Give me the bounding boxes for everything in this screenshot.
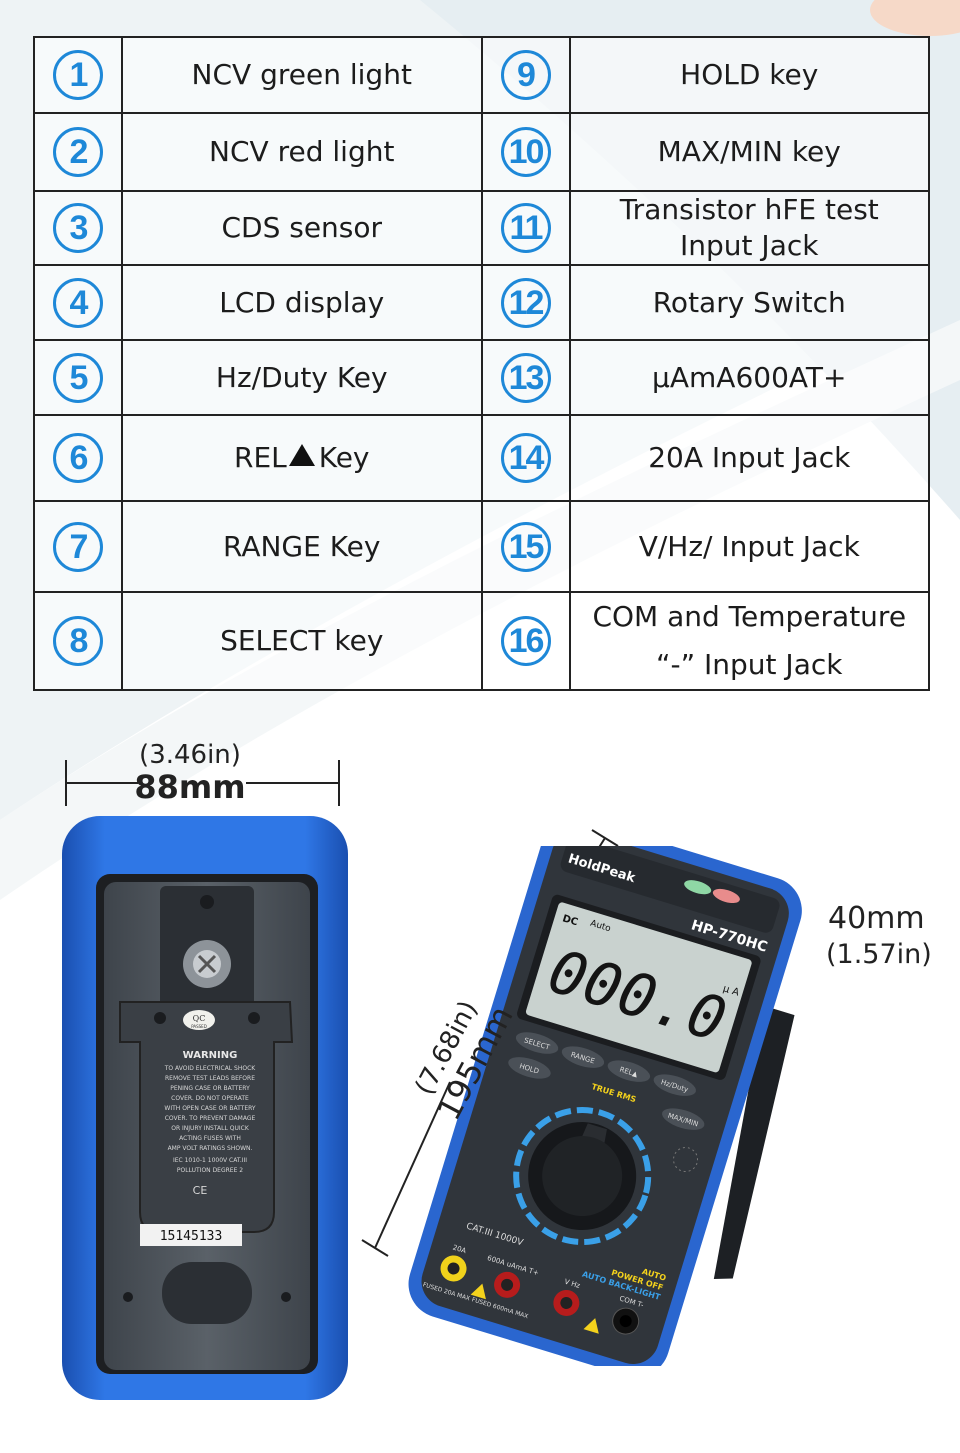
- svg-text:PENING CASE OR BATTERY: PENING CASE OR BATTERY: [170, 1085, 250, 1092]
- table-row: 2 NCV red light 10 MAX/MIN key: [33, 112, 930, 192]
- multimeter-front-view: HoldPeak HP-770HC DC Auto 000.0 µ A SELE…: [408, 846, 802, 1366]
- number-badge: 6: [53, 433, 103, 483]
- number-badge: 14: [500, 433, 551, 483]
- svg-text:OR INJURY INSTALL QUICK: OR INJURY INSTALL QUICK: [171, 1125, 250, 1132]
- svg-text:IEC 1010-1 1000V CAT.III: IEC 1010-1 1000V CAT.III: [173, 1157, 247, 1164]
- legend-label: RANGE Key: [121, 500, 483, 593]
- svg-text:POLLUTION DEGREE 2: POLLUTION DEGREE 2: [177, 1167, 243, 1174]
- legend-label: Rotary Switch: [568, 264, 930, 341]
- number-badge: 7: [53, 521, 103, 572]
- width-mm-label: 88mm: [134, 768, 246, 806]
- legend-label: V/Hz/ Input Jack: [568, 500, 930, 593]
- number-badge: 2: [53, 127, 103, 177]
- svg-text:COVER. TO PREVENT DAMAGE: COVER. TO PREVENT DAMAGE: [165, 1115, 256, 1122]
- depth-inches-label: (1.57in): [826, 939, 932, 970]
- serial-number: 15145133: [160, 1229, 223, 1244]
- legend-label: LCD display: [121, 264, 483, 341]
- number-badge: 3: [53, 203, 103, 253]
- table-row: 5 Hz/Duty Key 13 µAmA600AT+: [33, 339, 930, 416]
- depth-mm-label: 40mm: [828, 901, 925, 936]
- legend-label: SELECT key: [121, 591, 483, 691]
- svg-text:AMP VOLT RATINGS SHOWN.: AMP VOLT RATINGS SHOWN.: [168, 1145, 253, 1152]
- legend-label: COM and Temperature“-” Input Jack: [568, 591, 930, 691]
- legend-label: HOLD key: [568, 36, 930, 114]
- legend-label: 20A Input Jack: [568, 414, 930, 502]
- lcd-mode: DC: [561, 913, 579, 928]
- rel-key: [607, 1060, 651, 1082]
- jack-20a-label: 20A: [452, 1244, 468, 1256]
- hold-key: [508, 1057, 551, 1079]
- select-key: [515, 1032, 559, 1054]
- number-badge: 12: [500, 277, 551, 328]
- warning-text: TO AVOID ELECTRICAL SHOCK REMOVE TEST LE…: [164, 1065, 257, 1174]
- legend-label: NCV red light: [121, 112, 483, 192]
- number-badge: 9: [500, 50, 551, 100]
- table-row: 4 LCD display 12 Rotary Switch: [33, 264, 930, 341]
- svg-text:COVER. DO NOT OPERATE: COVER. DO NOT OPERATE: [171, 1095, 249, 1102]
- svg-text:ACTING FUSES WITH: ACTING FUSES WITH: [179, 1135, 241, 1142]
- legend-label: µAmA600AT+: [568, 339, 930, 416]
- number-badge: 15: [500, 521, 551, 572]
- qc-sub-label: PASSED: [191, 1024, 207, 1029]
- legend-label: NCV green light: [121, 36, 483, 114]
- warning-title: WARNING: [183, 1050, 238, 1061]
- number-badge: 10: [500, 127, 551, 177]
- legend-label: CDS sensor: [121, 190, 483, 266]
- width-dimension-line: [65, 760, 340, 806]
- legend-label: MAX/MIN key: [568, 112, 930, 192]
- table-row: 8 SELECT key 16 COM and Temperature“-” I…: [33, 591, 930, 691]
- multimeter-back-view: QC PASSED WARNING TO AVOID ELECTRICAL SH…: [62, 816, 348, 1400]
- number-badge: 4: [53, 277, 103, 328]
- svg-text:REMOVE TEST LEADS BEFORE: REMOVE TEST LEADS BEFORE: [165, 1075, 255, 1082]
- range-key: [561, 1046, 605, 1068]
- ce-mark: CE: [193, 1184, 208, 1197]
- lcd-unit: µ A: [722, 983, 741, 998]
- hz-duty-key: [653, 1074, 696, 1096]
- number-badge: 13: [500, 352, 551, 403]
- number-badge: 5: [53, 352, 103, 403]
- width-inches-label: (3.46in): [139, 740, 241, 770]
- number-badge: 1: [53, 50, 103, 100]
- number-badge: 8: [53, 616, 103, 666]
- feature-legend-table: 1 NCV green light 9 HOLD key 2 NCV red l…: [33, 36, 930, 691]
- svg-text:TO AVOID ELECTRICAL SHOCK: TO AVOID ELECTRICAL SHOCK: [164, 1065, 257, 1072]
- table-row: 1 NCV green light 9 HOLD key: [33, 36, 930, 114]
- number-badge: 16: [500, 616, 551, 666]
- table-row: 7 RANGE Key 15 V/Hz/ Input Jack: [33, 500, 930, 593]
- legend-label: Hz/Duty Key: [121, 339, 483, 416]
- svg-text:WITH OPEN CASE OR BATTERY: WITH OPEN CASE OR BATTERY: [164, 1105, 255, 1112]
- max-min-key: [662, 1108, 705, 1130]
- number-badge: 11: [500, 203, 551, 253]
- triangle-up-icon: [288, 444, 315, 466]
- qc-label: QC: [193, 1014, 206, 1023]
